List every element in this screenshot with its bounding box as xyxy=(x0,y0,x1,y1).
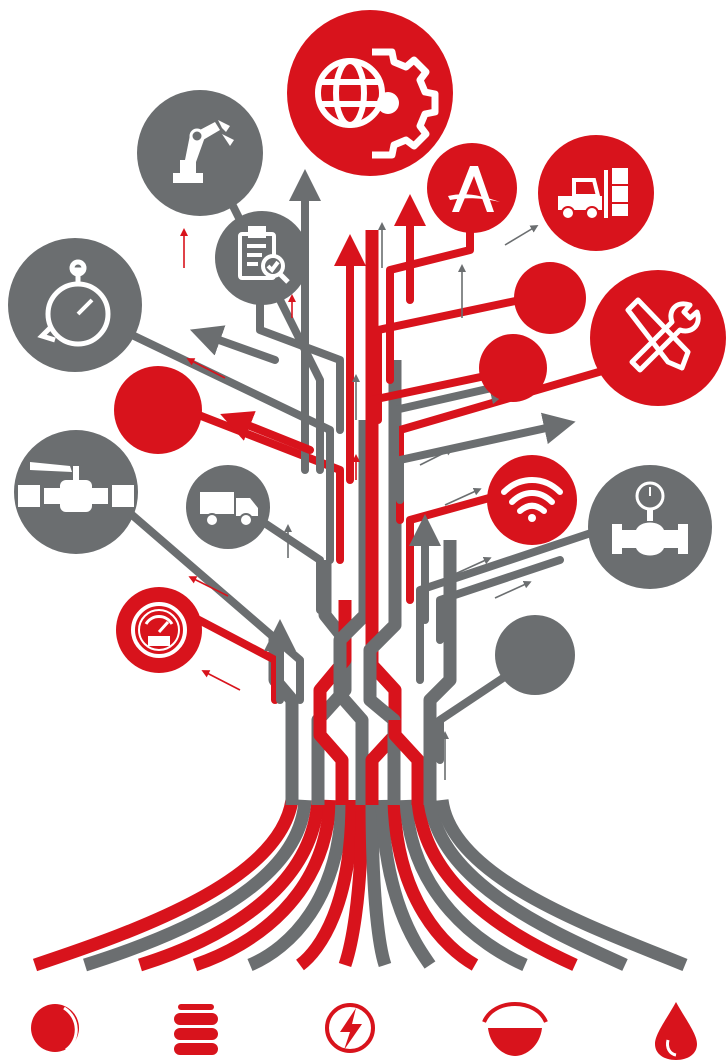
tree-trunk xyxy=(268,230,457,805)
stopwatch-icon xyxy=(37,259,111,347)
stopwatch-node xyxy=(8,238,142,372)
speedometer-icon xyxy=(131,602,187,658)
forklift-icon xyxy=(558,168,628,220)
wrench-screwdriver-icon xyxy=(625,297,701,373)
globe-gear-icon xyxy=(315,48,439,159)
truck-node xyxy=(186,465,270,549)
gauge-node xyxy=(116,587,202,673)
robot-arm-node xyxy=(137,90,263,216)
lightning-bolt-icon xyxy=(325,1003,375,1053)
bottom-icon-row xyxy=(31,1002,697,1060)
tree-roots xyxy=(32,798,688,972)
clipboard-check-node xyxy=(215,211,309,305)
wifi-node xyxy=(487,455,577,545)
blank-red-node-1 xyxy=(514,262,586,334)
letter-a-logo-icon xyxy=(448,166,500,212)
clipboard-check-icon xyxy=(238,226,290,284)
valve-node xyxy=(14,430,138,554)
droplet-icon xyxy=(655,1002,697,1060)
brand-a-node xyxy=(427,143,517,233)
hemisphere-icon xyxy=(482,1002,548,1056)
tools-node xyxy=(590,270,726,406)
flow-arrows xyxy=(180,222,539,780)
pipe-valve-icon xyxy=(18,462,134,512)
wifi-icon xyxy=(501,477,563,522)
blank-red-node-3 xyxy=(114,366,202,454)
pressure-valve-node xyxy=(588,465,712,589)
globe-gear-node xyxy=(287,10,453,176)
blank-red-node-2 xyxy=(479,334,547,402)
blank-gray-node xyxy=(495,615,575,695)
pressure-gauge-valve-icon xyxy=(612,481,688,556)
forklift-node xyxy=(538,135,654,251)
robot-arm-icon xyxy=(173,120,234,183)
sphere-icon xyxy=(31,1004,79,1052)
truck-icon xyxy=(200,492,258,527)
barrels-icon xyxy=(174,1004,218,1055)
